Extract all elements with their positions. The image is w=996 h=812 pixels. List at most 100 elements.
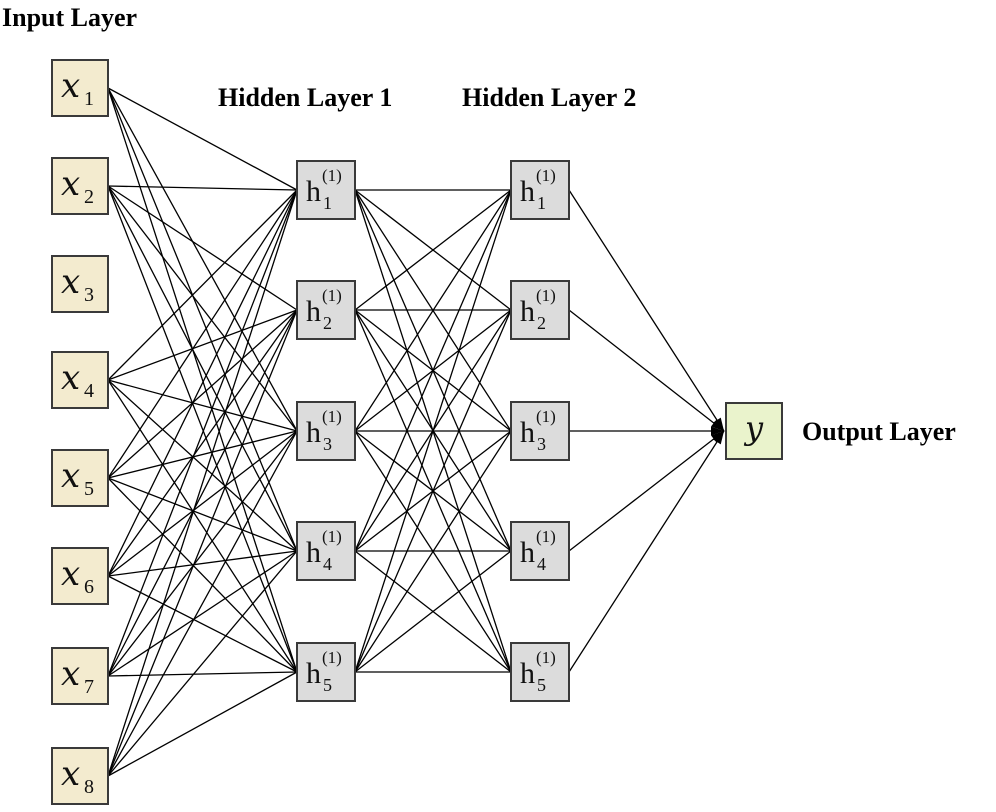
- input-node-variable: x: [61, 554, 80, 594]
- input-node-subscript: 7: [84, 676, 94, 698]
- hidden-layer-1-node-base: h: [306, 295, 321, 328]
- hidden-layer-1-node-box: [296, 280, 356, 340]
- edge-h1-2-to-h2-1: [354, 189, 512, 311]
- hidden-layer-2-node-box: [510, 521, 570, 581]
- hidden-layer-1-node-2: h(1)2: [296, 280, 356, 340]
- hidden-layer-2-node-base: h: [520, 175, 535, 208]
- input-node-subscript: 5: [84, 478, 94, 500]
- output-node-box: [725, 402, 783, 460]
- edge-input-7-to-h1-4: [107, 550, 298, 677]
- hidden-layer-1-node-box: [296, 160, 356, 220]
- hidden-layer-1-node-3: h(1)3: [296, 401, 356, 461]
- hidden-layer-2-node-box: [510, 642, 570, 702]
- edge-h1-4-to-h2-1: [354, 189, 512, 552]
- output-node-y: y: [725, 402, 783, 460]
- arrowhead: [710, 419, 724, 431]
- hidden-layer-1-node-1: h(1)1: [296, 160, 356, 220]
- input-node-subscript: 8: [84, 776, 94, 798]
- edge-input-5-to-h1-2: [107, 309, 298, 479]
- hidden-layer-2-node-subscript: 2: [537, 313, 546, 333]
- hidden-layer-2-node-superscript: (1): [536, 527, 556, 546]
- hidden-layer-2-node-3: h(1)3: [510, 401, 570, 461]
- edge-h1-3-to-h2-1: [354, 189, 512, 432]
- input-node-variable: x: [61, 262, 80, 302]
- hidden-layer-2-node-subscript: 5: [537, 675, 546, 695]
- input-node-box: [51, 449, 109, 507]
- input-node-variable: x: [61, 754, 80, 794]
- edge-input-7-to-h1-1: [107, 189, 298, 677]
- edge-input-4-to-h1-3: [107, 379, 298, 432]
- input-node-box: [51, 547, 109, 605]
- hidden-layer-1-node-4: h(1) 4: [296, 521, 356, 581]
- input-node-box: [51, 59, 109, 117]
- edge-h2-5-to-output: [568, 430, 725, 673]
- hidden-layer-2-node-base: h: [520, 416, 535, 449]
- output-layer-title: Output Layer: [802, 417, 956, 446]
- hidden-layer-1-node-box: [296, 521, 356, 581]
- hidden-layer-2-node-1: h(1)1: [510, 160, 570, 220]
- edge-input-7-to-h1-3: [107, 430, 298, 677]
- edge-input-5-to-h1-3: [107, 430, 298, 479]
- output-node-variable: y: [743, 409, 764, 447]
- edge-input-5-to-h1-4: [107, 477, 298, 552]
- hidden-layer-1-node-base: h: [306, 175, 321, 208]
- input-node-variable: x: [61, 456, 80, 496]
- hidden-layer-1-node-superscript: (1): [322, 286, 342, 305]
- hidden-layer-2-node-base: h: [520, 295, 535, 328]
- edge-input-6-to-h1-3: [107, 430, 298, 577]
- input-layer-title: Input Layer: [2, 3, 137, 32]
- edge-input-1-to-h1-4: [107, 87, 298, 552]
- hidden-layer-2-node-5: h(1) 5: [510, 642, 570, 702]
- hidden-layer-2-node-base: h: [520, 657, 535, 690]
- edge-input-2-to-h1-4: [107, 185, 298, 552]
- input-node-subscript: 1: [84, 88, 94, 110]
- edge-input-8-to-h1-5: [107, 671, 298, 777]
- edge-h2-1-to-output: [568, 189, 725, 432]
- hidden-layer-2-node-superscript: (1): [536, 166, 556, 185]
- edge-input-6-to-h1-5: [107, 575, 298, 673]
- edge-input-2-to-h1-1: [107, 185, 298, 191]
- edge-h1-5-to-h2-4: [354, 550, 512, 673]
- hidden-layer-1-node-base: h: [306, 536, 321, 569]
- edge-input-5-to-h1-1: [107, 189, 298, 479]
- hidden-layer-2-node-subscript: 4: [537, 554, 546, 574]
- edge-input-6-to-h1-4: [107, 550, 298, 577]
- hidden-layer-1-node-subscript: 4: [323, 554, 332, 574]
- connection-lines: [107, 87, 725, 777]
- edge-input-1-to-h1-3: [107, 87, 298, 432]
- hidden-layer-2-node-box: [510, 280, 570, 340]
- arrowhead: [711, 426, 724, 436]
- edge-h1-5-to-h2-2: [354, 309, 512, 673]
- input-node-box: [51, 647, 109, 705]
- hidden-layer-1-title: Hidden Layer 1: [218, 83, 392, 112]
- edge-input-6-to-h1-2: [107, 309, 298, 577]
- hidden-layer-2-node-4: h(1)4: [510, 521, 570, 581]
- input-node-variable: x: [61, 654, 80, 694]
- hidden-layer-1-node-base: h: [306, 416, 321, 449]
- input-node-subscript: 2: [84, 186, 94, 208]
- input-node-variable: x: [61, 358, 80, 398]
- edge-h1-5-to-h2-3: [354, 430, 512, 673]
- input-node-box: [51, 351, 109, 409]
- hidden-layer-2-node-box: [510, 160, 570, 220]
- edge-input-4-to-h1-1: [107, 189, 298, 381]
- edge-input-4-to-h1-4: [107, 379, 298, 552]
- edge-input-7-to-h1-5: [107, 671, 298, 677]
- hidden-layer-2-node-superscript: (1): [536, 648, 556, 667]
- input-node-variable: x: [61, 164, 80, 204]
- input-node-variable: x: [61, 66, 80, 106]
- input-node-box: [51, 157, 109, 215]
- hidden-layer-1-node-superscript: (1): [322, 527, 342, 546]
- edge-input-4-to-h1-2: [107, 309, 298, 381]
- hidden-layer-1-node-subscript: 1: [323, 193, 332, 213]
- hidden-layer-1-node-subscript: 3: [323, 434, 332, 454]
- edge-input-2-to-h1-5: [107, 185, 298, 673]
- hidden-layer-2-title: Hidden Layer 2: [462, 83, 636, 112]
